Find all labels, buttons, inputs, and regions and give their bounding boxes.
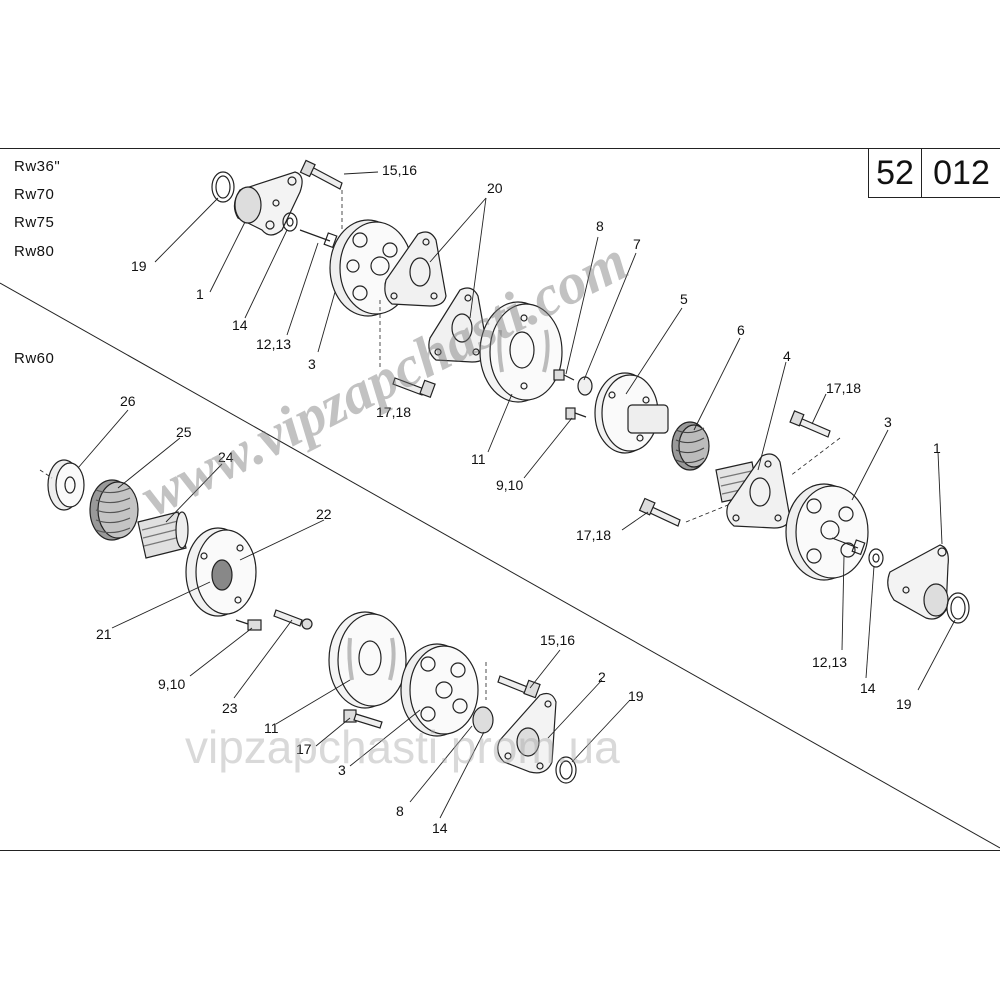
label-26: 26 xyxy=(120,393,136,409)
washer-14-right-icon xyxy=(868,548,884,568)
label-7-top: 7 xyxy=(633,236,641,252)
label-8-bottom: 8 xyxy=(396,803,404,819)
spring-25-icon xyxy=(89,479,139,541)
disc-11-top-icon xyxy=(479,301,563,403)
group-code-box: 52 012 xyxy=(868,148,1000,198)
bolt-12-13-right-icon xyxy=(831,537,866,556)
ring-19-right-icon xyxy=(946,592,970,624)
label-8-top: 8 xyxy=(596,218,604,234)
top-leader-lines xyxy=(154,171,956,691)
label-17-18-mid: 17,18 xyxy=(576,527,612,543)
label-24: 24 xyxy=(218,449,234,465)
bolt-12-13-top-icon xyxy=(299,229,338,249)
coupling-disc-3-bottom-icon xyxy=(400,643,479,737)
flange-1-top-left-icon xyxy=(233,171,303,236)
label-19-top-left: 19 xyxy=(131,258,147,274)
nut-8-top-icon xyxy=(553,369,575,381)
label-11-top: 11 xyxy=(471,451,486,467)
washer-7-top-icon xyxy=(577,376,593,396)
label-14-top: 14 xyxy=(232,317,248,333)
label-17-bottom: 17 xyxy=(296,741,312,757)
label-15-16-top: 15,16 xyxy=(382,162,418,178)
label-3-top: 3 xyxy=(308,356,316,372)
model-label-rw60: Rw60 xyxy=(14,350,55,367)
flange-2-icon xyxy=(497,692,557,774)
top-border xyxy=(0,148,1000,149)
hub-5-icon xyxy=(594,372,669,454)
label-17-18-top-right: 17,18 xyxy=(826,380,862,396)
label-14-bottom: 14 xyxy=(432,820,448,836)
label-19-bottom: 19 xyxy=(628,688,644,704)
flange-plate-20-a-icon xyxy=(384,231,447,307)
section-divider xyxy=(0,282,1000,849)
model-label-rw70: Rw70 xyxy=(14,186,55,203)
bolt-17-18-top-left-icon xyxy=(392,377,436,399)
label-25: 25 xyxy=(176,424,192,440)
label-12-13-right: 12,13 xyxy=(812,654,848,670)
bolt-15-16-top-icon xyxy=(299,159,343,190)
label-2: 2 xyxy=(598,669,606,685)
bolt-17-18-top-right-icon xyxy=(789,410,831,438)
label-22: 22 xyxy=(316,506,332,522)
label-6: 6 xyxy=(737,322,745,338)
bolt-9-10-bottom-icon xyxy=(235,619,262,631)
disc-11-bottom-icon xyxy=(328,611,407,709)
label-11-bottom: 11 xyxy=(264,720,279,736)
label-1-top-left: 1 xyxy=(196,286,204,302)
label-14-right: 14 xyxy=(860,680,876,696)
watermark-secondary: vipzapchasti.prom.ua xyxy=(185,721,620,773)
bolt-9-10-top-icon xyxy=(565,407,587,420)
group-code: 52 xyxy=(869,149,922,197)
label-23: 23 xyxy=(222,700,238,716)
model-label-rw80: Rw80 xyxy=(14,243,55,260)
bolt-23-icon xyxy=(273,609,313,630)
label-5: 5 xyxy=(680,291,688,307)
bolt-17-bottom-icon xyxy=(343,709,383,729)
label-17-18-top-left: 17,18 xyxy=(376,404,412,420)
bottom-assembly-axis xyxy=(39,469,487,700)
ring-19-bottom-icon xyxy=(555,756,577,784)
label-12-13-top: 12,13 xyxy=(256,336,292,352)
bolt-15-16-bottom-icon xyxy=(497,675,541,699)
spring-6-icon xyxy=(671,421,710,471)
bottom-leader-lines xyxy=(77,409,631,819)
label-19-right: 19 xyxy=(896,696,912,712)
label-1-top-right: 1 xyxy=(933,440,941,456)
label-9-10-bottom: 9,10 xyxy=(158,676,186,692)
label-3-bottom: 3 xyxy=(338,762,346,778)
flange-1-right-icon xyxy=(887,544,949,620)
top-assembly-axis xyxy=(341,190,841,523)
label-15-16-bottom: 15,16 xyxy=(540,632,576,648)
washer-14-top-icon xyxy=(282,212,298,232)
coupling-disc-3-top-right-icon xyxy=(785,483,869,581)
ring-19-top-left-icon xyxy=(211,171,235,203)
label-4: 4 xyxy=(783,348,791,364)
label-3-top-right: 3 xyxy=(884,414,892,430)
hub-22-icon xyxy=(185,527,257,617)
label-9-10-top: 9,10 xyxy=(496,477,524,493)
flange-plate-4-icon xyxy=(726,453,791,529)
diagram-number: 012 xyxy=(933,153,990,192)
label-21: 21 xyxy=(96,626,112,642)
bottom-border xyxy=(0,850,1000,851)
label-20: 20 xyxy=(487,180,503,196)
model-label-rw36: Rw36" xyxy=(14,158,61,175)
bolt-17-18-mid-icon xyxy=(638,497,681,527)
washer-26-icon xyxy=(47,459,85,511)
model-label-rw75: Rw75 xyxy=(14,214,55,231)
splined-shaft-24-icon xyxy=(137,511,189,559)
